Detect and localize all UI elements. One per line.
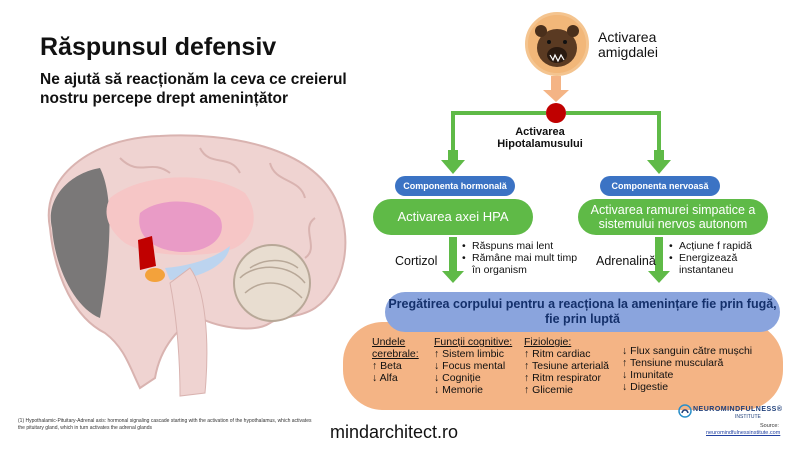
bear-icon — [528, 15, 586, 73]
list-item: ↓ Flux sanguin către mușchi — [622, 345, 753, 357]
hypothalamus-label: Activarea Hipotalamusului — [497, 126, 583, 150]
source-link[interactable]: neuromindfulnessinstitute.com — [706, 430, 781, 436]
list-item: ↑ Glicemie — [524, 384, 574, 396]
physiology-heading: Fiziologie: — [524, 336, 572, 348]
list-item: ↓ Imunitate — [622, 369, 674, 381]
sympathetic-box: Activarea ramurei simpatice a sistemului… — [578, 199, 768, 235]
amygdala-shape — [138, 236, 156, 270]
list-item: ↓ Memorie — [434, 384, 484, 396]
page-subtitle: Ne ajută să reacționăm la ceva ce creier… — [40, 71, 347, 107]
extra-effects-column: ↓ Flux sanguin către mușchi ↑ Tensiune m… — [622, 345, 752, 393]
list-item: ↑ Beta — [372, 360, 402, 372]
list-item: ↓ Alfa — [372, 372, 398, 384]
list-item: ↑ Tensiune musculară — [622, 357, 724, 369]
list-item: ↓ Digestie — [622, 381, 669, 393]
brainstem-shape — [169, 267, 208, 397]
adrenaline-bullets: Acțiune f rapidă Energizează instantaneu — [669, 240, 779, 276]
cognitive-column: Funcții cognitive: ↑ Sistem limbic ↓ Foc… — [434, 336, 512, 396]
list-item: ↓ Cogniție — [434, 372, 481, 384]
list-item: ↑ Ritm cardiac — [524, 348, 591, 360]
list-item: ↓ Focus mental — [434, 360, 506, 372]
list-item: ↑ Ritm respirator — [524, 372, 602, 384]
adrenaline-label: Adrenalină — [596, 254, 656, 268]
bear-image — [525, 12, 589, 76]
list-item: Acțiune f rapidă — [669, 240, 779, 252]
hormonal-component-label: Componenta hormonală — [395, 176, 515, 196]
cortisol-label: Cortizol — [395, 254, 438, 268]
cognitive-heading: Funcții cognitive: — [434, 336, 513, 348]
logo-subtitle: INSTITUTE — [735, 414, 761, 420]
brain-waves-heading-1: Undele — [372, 336, 406, 348]
list-item: Rămâne mai mult timp în organism — [462, 252, 582, 276]
list-item: ↑ Tesiune arterială — [524, 360, 610, 372]
list-item: Răspuns mai lent — [462, 240, 582, 252]
list-item: ↑ Sistem limbic — [434, 348, 505, 360]
preparation-banner: Pregătirea corpului pentru a reacționa l… — [385, 292, 780, 332]
website-label[interactable]: mindarchitect.ro — [330, 422, 459, 442]
effects-box — [343, 322, 783, 410]
hpa-axis-box: Activarea axei HPA — [373, 199, 533, 235]
hypothalamus-shape — [145, 268, 165, 282]
frontal-lobe — [50, 168, 110, 318]
page-title: Răspunsul defensiv — [40, 33, 277, 61]
list-item: Energizează instantaneu — [669, 252, 779, 276]
brain-illustration — [47, 134, 347, 397]
limbic-region — [139, 201, 222, 253]
hypothalamus-dot — [546, 103, 566, 123]
source-label: Source: — [760, 423, 779, 429]
cortisol-bullets: Răspuns mai lent Rămâne mai mult timp în… — [462, 240, 582, 276]
logo-icon — [678, 404, 692, 418]
brain-waves-column: Undele cerebrale: ↑ Beta ↓ Alfa — [372, 336, 419, 384]
logo-name: NEUROMINDFULNESS® — [693, 406, 783, 413]
pituitary-shape — [165, 246, 230, 280]
footnote: (1) Hypothalamic-Pituitary-Adrenal axis:… — [18, 418, 312, 431]
nervous-component-label: Componenta nervoasă — [600, 176, 720, 196]
amygdala-label: Activarea amigdalei — [598, 29, 658, 60]
brain-waves-heading-2: cerebrale: — [372, 348, 419, 360]
physiology-column: Fiziologie: ↑ Ritm cardiac ↑ Tesiune art… — [524, 336, 609, 396]
